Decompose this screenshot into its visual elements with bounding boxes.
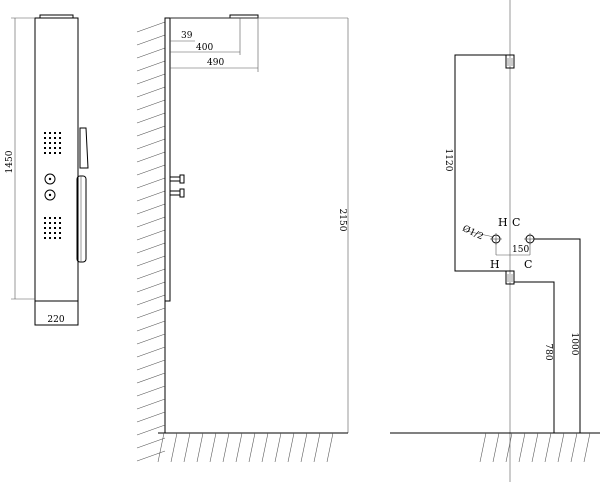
hatch-stroke bbox=[136, 372, 166, 384]
hatch-stroke bbox=[505, 432, 513, 463]
panel-side-profile bbox=[164, 17, 171, 302]
hot-label-top: H bbox=[498, 216, 508, 229]
hatch-stroke bbox=[235, 432, 243, 463]
panel-height-label: 1450 bbox=[5, 150, 15, 173]
hatch-stroke bbox=[518, 432, 526, 463]
hatch-stroke bbox=[136, 411, 166, 423]
hatch-stroke bbox=[136, 294, 166, 306]
hatch-stroke bbox=[136, 359, 166, 371]
hatch-stroke bbox=[196, 432, 204, 463]
hatch-stroke bbox=[222, 432, 230, 463]
hatch-stroke bbox=[570, 432, 578, 463]
hatch-stroke bbox=[136, 34, 166, 46]
floor-hatch-right bbox=[479, 432, 591, 463]
hatch-stroke bbox=[313, 432, 321, 463]
hatch-stroke bbox=[136, 242, 166, 254]
hatch-stroke bbox=[274, 432, 282, 463]
plumbing-view: 1120 H C Ø1/2 150 H C 780 1000 bbox=[390, 0, 600, 482]
hatch-stroke bbox=[136, 450, 166, 462]
hatch-stroke bbox=[136, 229, 166, 241]
cold-label-bottom: C bbox=[524, 258, 532, 271]
hatch-stroke bbox=[136, 320, 166, 332]
riser-pipe bbox=[454, 54, 510, 272]
hatch-stroke bbox=[287, 432, 295, 463]
dim-780: 780 bbox=[543, 343, 553, 360]
hatch-stroke bbox=[136, 398, 166, 410]
bottom-connector bbox=[505, 270, 515, 285]
top-connector bbox=[505, 54, 515, 69]
hatch-stroke bbox=[136, 333, 166, 345]
supply-pipe-cold bbox=[534, 238, 581, 433]
panel-base bbox=[34, 300, 79, 326]
valve-knob-top bbox=[44, 173, 56, 185]
valve-knob-bottom bbox=[44, 189, 56, 201]
hatch-stroke bbox=[136, 437, 166, 449]
hatch-stroke bbox=[300, 432, 308, 463]
hatch-stroke bbox=[136, 255, 166, 267]
hatch-stroke bbox=[544, 432, 552, 463]
dim-1000: 1000 bbox=[569, 333, 579, 356]
lower-jets bbox=[44, 217, 61, 239]
hatch-stroke bbox=[209, 432, 217, 463]
hatch-stroke bbox=[531, 432, 539, 463]
hatch-stroke bbox=[170, 432, 178, 463]
hatch-stroke bbox=[557, 432, 565, 463]
hatch-stroke bbox=[492, 432, 500, 463]
upper-jets bbox=[44, 132, 61, 154]
hatch-stroke bbox=[136, 138, 166, 150]
hatch-stroke bbox=[136, 164, 166, 176]
panel-front-view: 1450 220 bbox=[5, 14, 89, 326]
hatch-stroke bbox=[136, 112, 166, 124]
hatch-stroke bbox=[479, 432, 487, 463]
shower-head-side bbox=[229, 14, 259, 19]
supply-pipe-hot bbox=[514, 281, 555, 433]
dim-490: 490 bbox=[207, 58, 224, 68]
height-dimension: 1450 bbox=[5, 17, 35, 300]
hatch-stroke bbox=[136, 177, 166, 189]
dim-400: 400 bbox=[196, 43, 213, 53]
thread-size-label: Ø1/2 bbox=[461, 223, 485, 242]
hatch-stroke bbox=[136, 424, 166, 436]
hatch-stroke bbox=[248, 432, 256, 463]
hatch-stroke bbox=[136, 216, 166, 228]
panel-body bbox=[34, 17, 79, 302]
hot-label-bottom: H bbox=[490, 258, 500, 271]
hatch-stroke bbox=[136, 99, 166, 111]
hatch-stroke bbox=[583, 432, 591, 463]
hatch-stroke bbox=[136, 73, 166, 85]
hatch-stroke bbox=[157, 432, 165, 463]
dim-1120: 1120 bbox=[443, 149, 453, 172]
floor-hatch-left bbox=[157, 432, 334, 463]
hatch-stroke bbox=[136, 21, 166, 33]
panel-width-label: 220 bbox=[47, 315, 64, 325]
hatch-stroke bbox=[136, 203, 166, 215]
dim-150: 150 bbox=[512, 245, 529, 255]
hatch-stroke bbox=[136, 86, 166, 98]
hatch-stroke bbox=[183, 432, 191, 463]
wall-hatch bbox=[136, 21, 166, 462]
cold-label-top: C bbox=[512, 216, 520, 229]
side-view: 39 400 490 2150 bbox=[136, 14, 349, 463]
hatch-stroke bbox=[136, 125, 166, 137]
top-shower-head bbox=[39, 14, 74, 19]
side-valves bbox=[169, 174, 185, 198]
hatch-stroke bbox=[136, 47, 166, 59]
hatch-stroke bbox=[136, 346, 166, 358]
hatch-stroke bbox=[136, 307, 166, 319]
hatch-stroke bbox=[326, 432, 334, 463]
hatch-stroke bbox=[136, 281, 166, 293]
hatch-stroke bbox=[136, 268, 166, 280]
dim-2150: 2150 bbox=[337, 209, 347, 232]
hatch-stroke bbox=[261, 432, 269, 463]
dim-39: 39 bbox=[181, 31, 193, 41]
hatch-stroke bbox=[136, 190, 166, 202]
hatch-stroke bbox=[136, 385, 166, 397]
hatch-stroke bbox=[136, 60, 166, 72]
hatch-stroke bbox=[136, 151, 166, 163]
hand-shower bbox=[76, 127, 89, 263]
